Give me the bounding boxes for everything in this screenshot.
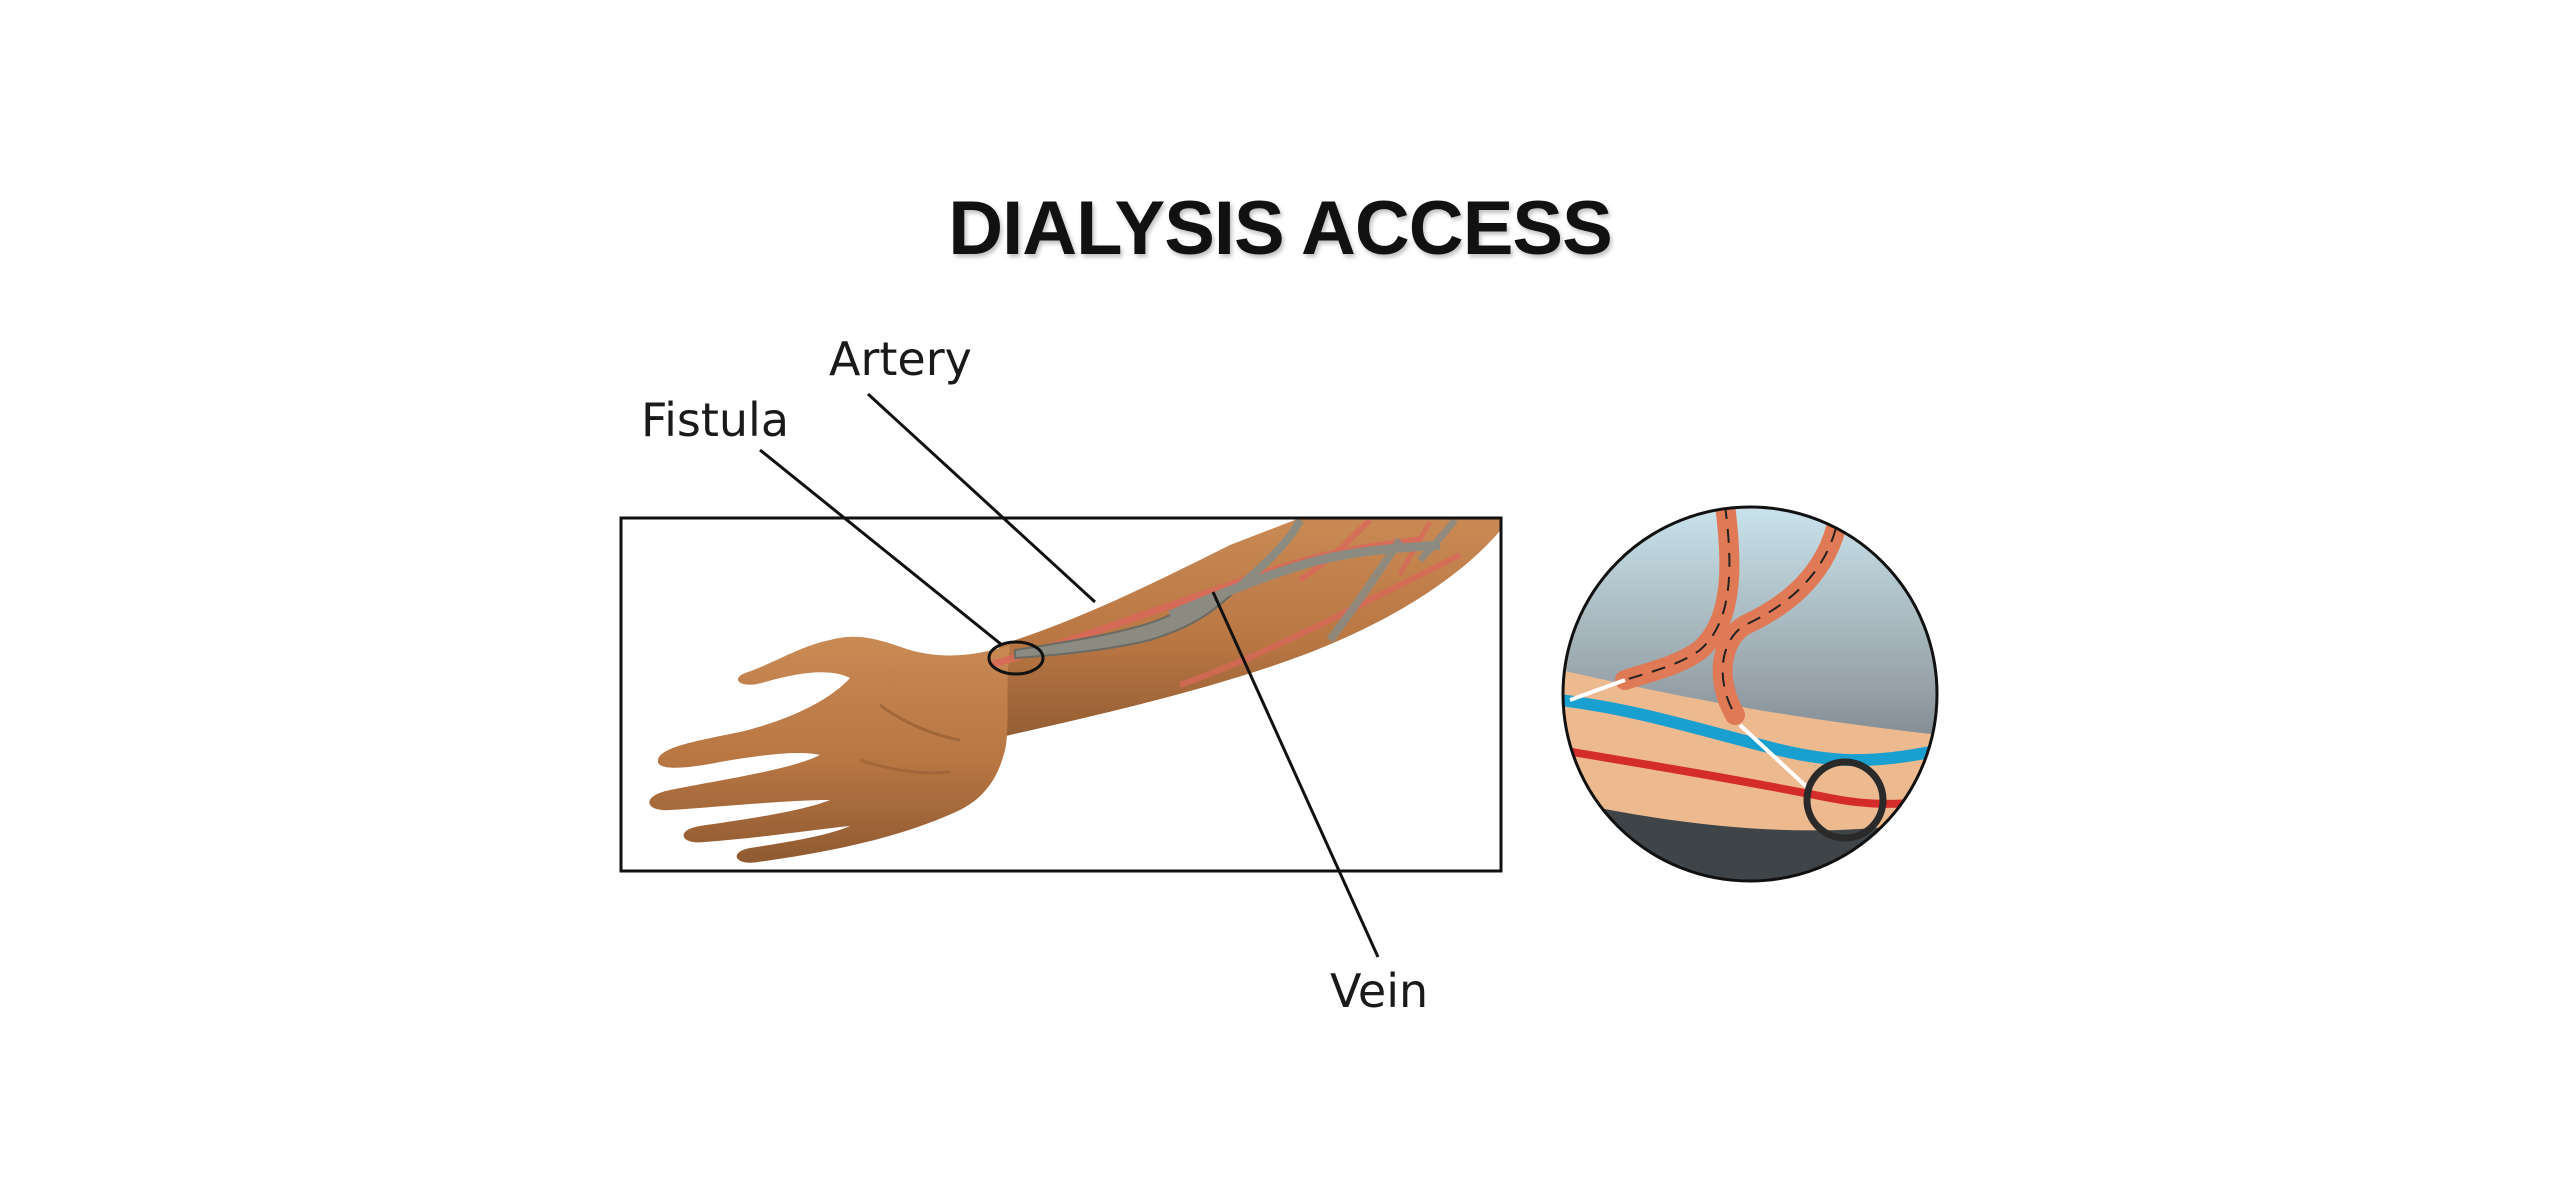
fistula-marker xyxy=(987,640,1045,676)
arm-panel-frame xyxy=(619,516,1503,873)
inset-needle-left xyxy=(1569,678,1626,702)
fistula-label: Fistula xyxy=(641,393,790,447)
vein-label: Vein xyxy=(1330,964,1429,1018)
inset-needle-right xyxy=(1738,723,1812,792)
arm-panel xyxy=(619,516,1503,873)
fistula-leader-line xyxy=(759,448,1003,647)
needle-inset xyxy=(1561,505,1939,883)
artery-label: Artery xyxy=(829,332,972,386)
inset-vein xyxy=(1563,694,1937,767)
arm-illustration xyxy=(649,518,1501,863)
inset-artery xyxy=(1563,746,1937,808)
hand xyxy=(649,636,1010,863)
inset-frame xyxy=(1561,505,1939,883)
diagram-title: DIALYSIS ACCESS xyxy=(948,186,1613,271)
vein-leader-line xyxy=(1211,591,1380,958)
inset-fistula-marker xyxy=(1803,758,1887,842)
artery-leader-line xyxy=(866,392,1097,604)
